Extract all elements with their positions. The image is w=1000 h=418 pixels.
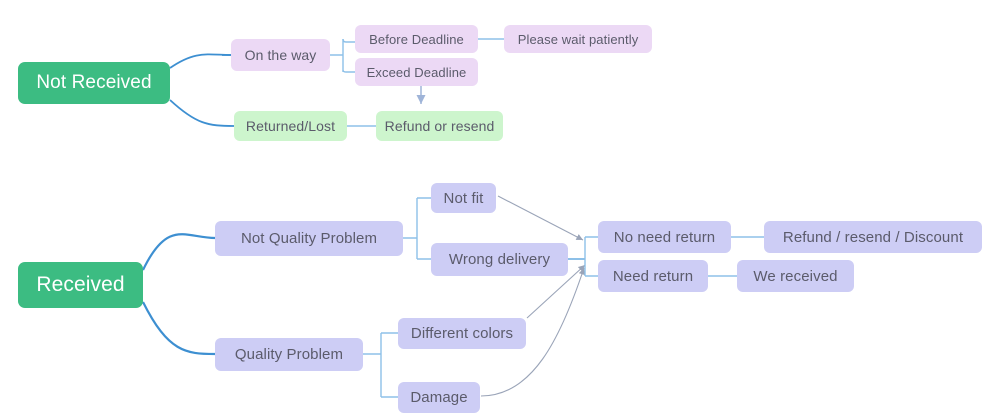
node-received[interactable]: Received xyxy=(18,262,143,308)
node-returned-lost[interactable]: Returned/Lost xyxy=(234,111,347,141)
node-not-fit[interactable]: Not fit xyxy=(431,183,496,213)
node-exceed-deadline[interactable]: Exceed Deadline xyxy=(355,58,478,86)
edge-received-to-not-quality-problem xyxy=(142,233,216,271)
node-different-colors[interactable]: Different colors xyxy=(398,318,526,349)
node-we-received[interactable]: We received xyxy=(737,260,854,292)
edge-quality-problem-bracket xyxy=(363,332,398,398)
node-please-wait-patiently[interactable]: Please wait patiently xyxy=(504,25,652,53)
edge-not-received-to-returned-lost xyxy=(169,99,235,127)
node-on-the-way[interactable]: On the way xyxy=(231,39,330,71)
edge-not-fit-to-junction xyxy=(497,195,584,241)
node-refund-resend-discount[interactable]: Refund / resend / Discount xyxy=(764,221,982,253)
node-not-quality-problem[interactable]: Not Quality Problem xyxy=(215,221,403,256)
node-before-deadline[interactable]: Before Deadline xyxy=(355,25,478,53)
edge-not-received-to-on-the-way xyxy=(169,53,232,69)
node-need-return[interactable]: Need return xyxy=(598,260,708,292)
node-damage[interactable]: Damage xyxy=(398,382,480,413)
edge-not-quality-problem-bracket xyxy=(403,197,431,260)
node-quality-problem[interactable]: Quality Problem xyxy=(215,338,363,371)
node-refund-or-resend[interactable]: Refund or resend xyxy=(376,111,503,141)
node-wrong-delivery[interactable]: Wrong delivery xyxy=(431,243,568,276)
node-not-received[interactable]: Not Received xyxy=(18,62,170,104)
edge-received-to-quality-problem xyxy=(142,301,216,356)
node-no-need-return[interactable]: No need return xyxy=(598,221,731,253)
edge-on-the-way-bracket xyxy=(330,38,355,73)
edge-junction-bracket xyxy=(584,236,598,277)
